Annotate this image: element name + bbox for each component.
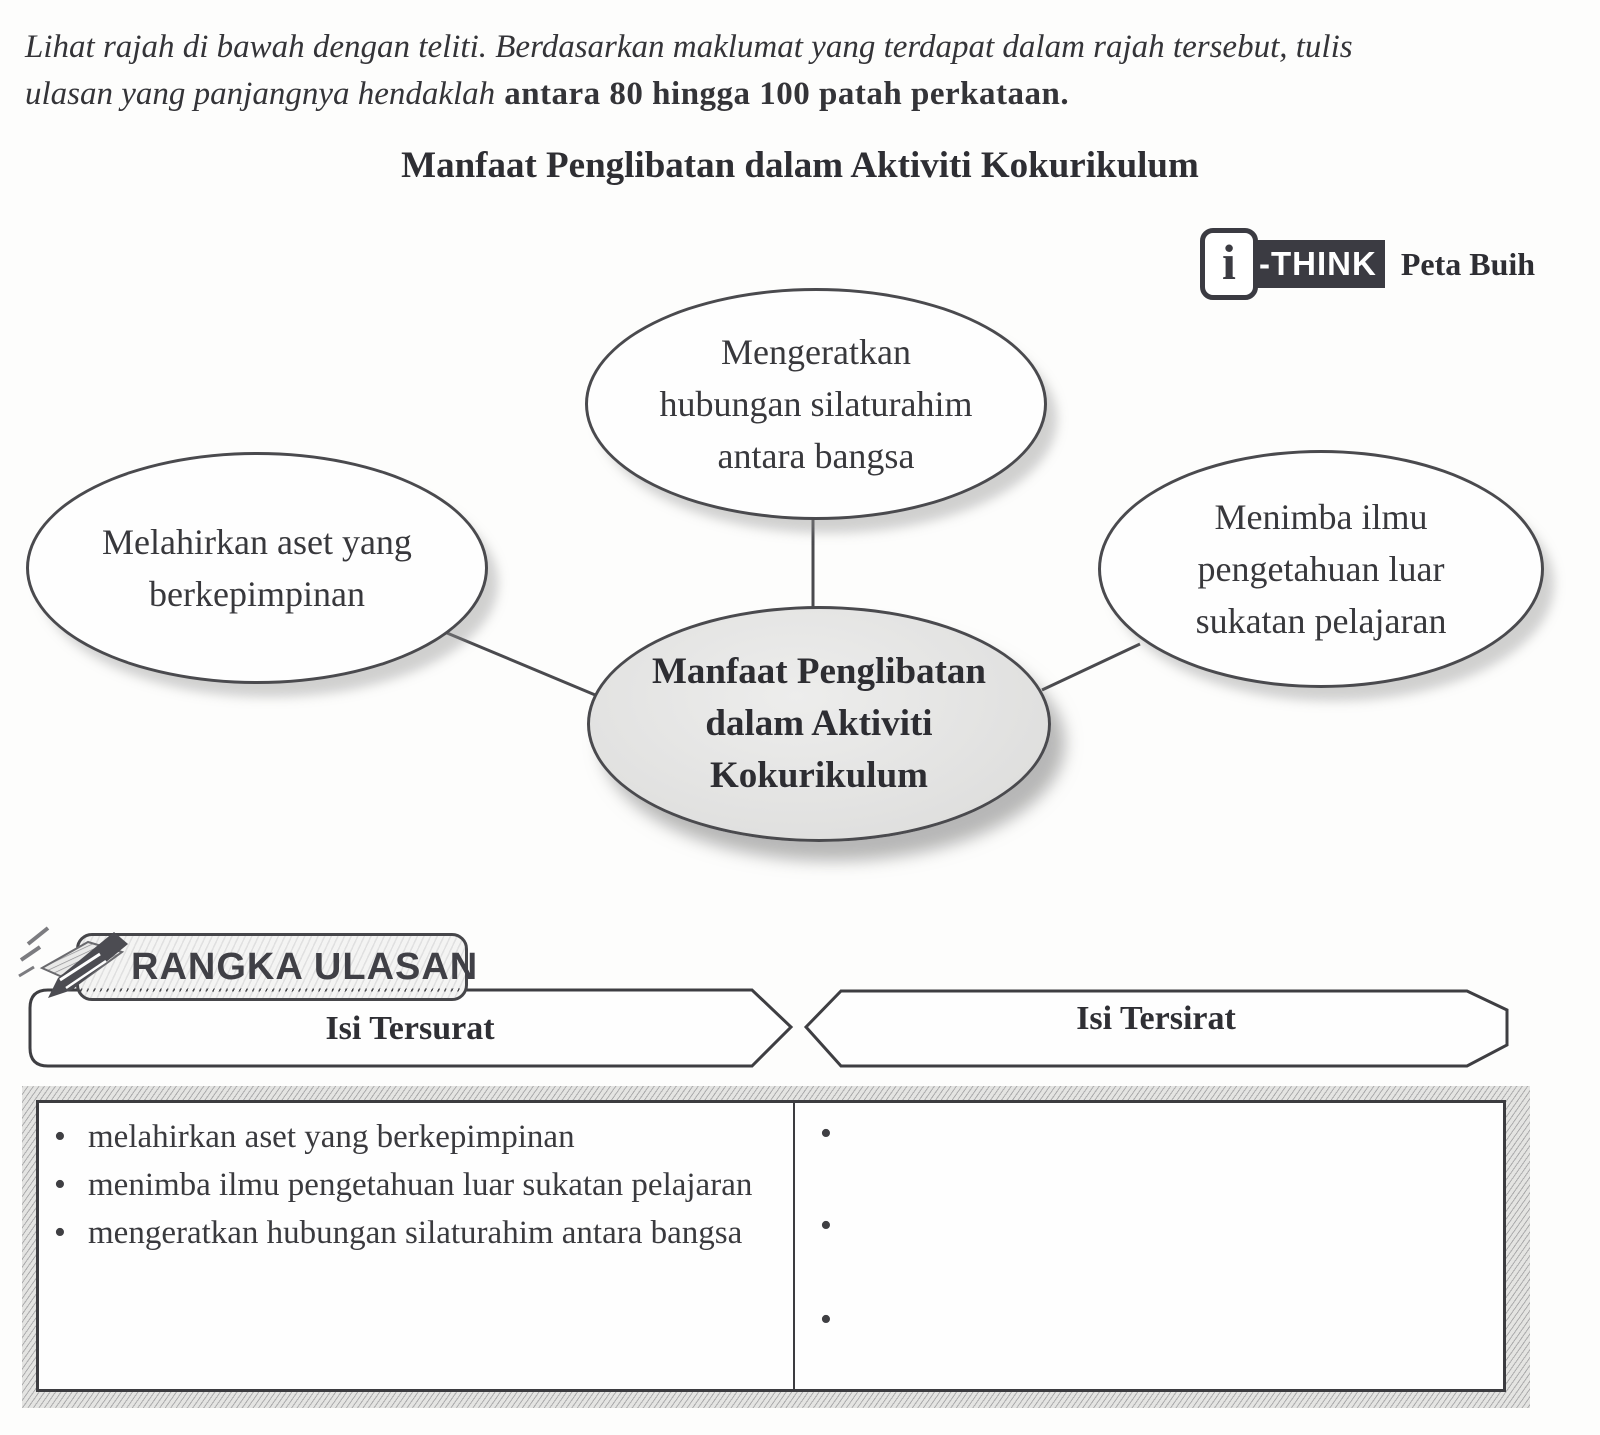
page-title: Manfaat Penglibatan dalam Aktiviti Kokur… [401, 145, 1199, 186]
list-item-text: melahirkan aset yang berkepimpinan [88, 1119, 575, 1155]
isi-tersurat-list: • melahirkan aset yang berkepimpinan • m… [39, 1113, 767, 1257]
bullet-icon: • [54, 1214, 66, 1251]
instruction-text: Lihat rajah di bawah dengan teliti. Berd… [25, 24, 1550, 118]
bubble-top-text: Mengeratkan hubungan silaturahim antara … [659, 332, 973, 476]
list-item: • menimba ilmu pengetahuan luar sukatan … [39, 1161, 767, 1209]
bullet-icon: • [54, 1166, 66, 1203]
empty-answer-row: • [797, 1115, 1503, 1152]
bullet-icon: • [820, 1115, 832, 1152]
empty-answer-row: • [797, 1207, 1503, 1244]
word-count-requirement: antara 80 hingga 100 patah perkataan. [504, 76, 1070, 112]
connector-right-center [1041, 642, 1141, 692]
list-item: • mengeratkan hubungan silaturahim antar… [39, 1209, 767, 1257]
bullet-icon: • [820, 1301, 832, 1338]
ithink-wordmark: -THINK [1255, 240, 1385, 288]
bubble-center: Manfaat Penglibatan dalam Aktiviti Kokur… [587, 606, 1051, 842]
bullet-icon: • [820, 1207, 832, 1244]
bubble-left-text: Melahirkan aset yang berkepimpinan [102, 522, 412, 614]
list-item: • melahirkan aset yang berkepimpinan [39, 1113, 767, 1161]
writing-hand-icon [18, 926, 128, 998]
bubble-center-text: Manfaat Penglibatan dalam Aktiviti Kokur… [651, 651, 987, 796]
isi-tersirat-cell: • • • [797, 1103, 1503, 1389]
ithink-logo: i -THINK Peta Buih [1200, 228, 1535, 300]
bubble-right-text: Menimba ilmu pengetahuan luar sukatan pe… [1195, 497, 1447, 641]
list-item-text: mengeratkan hubungan silaturahim antara … [88, 1215, 743, 1251]
isi-tersurat-cell: • melahirkan aset yang berkepimpinan • m… [39, 1103, 795, 1389]
empty-answer-row: • [797, 1301, 1503, 1338]
rangka-ulasan-banner: RANGKA ULASAN [76, 933, 477, 1001]
bubble-right: Menimba ilmu pengetahuan luar sukatan pe… [1098, 450, 1544, 688]
list-item-text: menimba ilmu pengetahuan luar sukatan pe… [88, 1167, 753, 1203]
bubble-left: Melahirkan aset yang berkepimpinan [26, 452, 488, 684]
ithink-i-mark: i [1200, 228, 1258, 300]
table-frame: • melahirkan aset yang berkepimpinan • m… [22, 1086, 1530, 1408]
column-header-isi-tersurat: Isi Tersurat [325, 1010, 495, 1047]
instruction-line-2-italic: ulasan yang panjangnya hendaklah [25, 76, 496, 112]
section-title: RANGKA ULASAN [131, 945, 479, 988]
connector-left-center [446, 631, 601, 699]
instruction-line-1: Lihat rajah di bawah dengan teliti. Berd… [25, 29, 1353, 65]
map-type-label: Peta Buih [1400, 245, 1536, 282]
bullet-icon: • [54, 1118, 66, 1155]
column-header-isi-tersirat: Isi Tersirat [1076, 1000, 1236, 1037]
rangka-ulasan-table: • melahirkan aset yang berkepimpinan • m… [36, 1100, 1506, 1392]
ithink-i-glyph: i [1222, 234, 1236, 290]
bubble-top: Mengeratkan hubungan silaturahim antara … [585, 288, 1047, 520]
